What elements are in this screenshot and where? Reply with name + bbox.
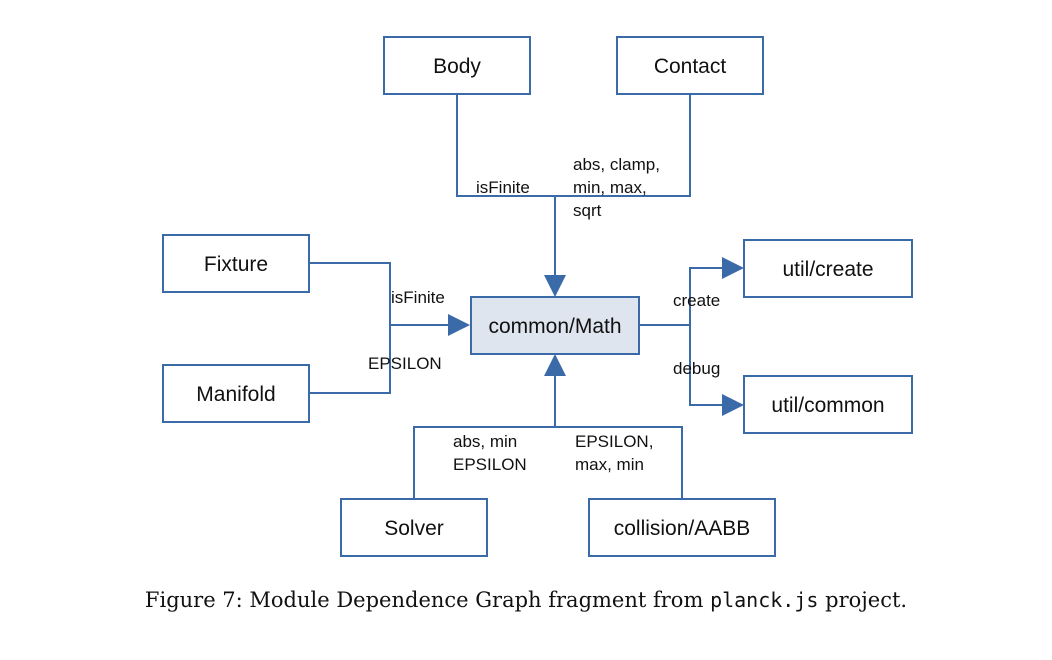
arrowhead-util-create [722, 257, 744, 279]
edge-label-contact-1: abs, clamp, [573, 155, 660, 174]
edge-label-manifold: EPSILON [368, 354, 442, 373]
node-common-math-label: common/Math [488, 315, 621, 338]
node-solver-label: Solver [384, 517, 444, 540]
node-manifold: Manifold [162, 364, 310, 423]
node-manifold-label: Manifold [196, 383, 275, 406]
figure-caption: Figure 7: Module Dependence Graph fragme… [0, 588, 1052, 612]
edge-label-fixture: isFinite [391, 288, 445, 307]
node-body-label: Body [433, 55, 481, 78]
caption-prefix: Figure 7: Module Dependence Graph fragme… [144, 588, 704, 612]
arrowhead-left [448, 314, 470, 336]
edge-manifold-to-math [309, 325, 391, 394]
node-solver: Solver [340, 498, 488, 557]
node-util-common-label: util/common [771, 394, 884, 417]
edge-collision-to-math [555, 426, 683, 499]
node-collision-aabb: collision/AABB [588, 498, 776, 557]
edge-solver-to-math [413, 426, 555, 499]
edge-label-contact-2: min, max, [573, 178, 647, 197]
module-dependence-graph: Body Contact Fixture Manifold common/Mat… [162, 36, 913, 557]
edge-contact-to-math [555, 94, 691, 197]
arrowhead-bottom [544, 354, 566, 376]
edge-label-contact-3: sqrt [573, 201, 602, 220]
node-collision-aabb-label: collision/AABB [614, 517, 751, 540]
edge-label-solver-1: abs, min [453, 432, 517, 451]
edge-math-to-util-create [639, 267, 724, 326]
edge-label-solver-2: EPSILON [453, 455, 527, 474]
arrowhead-top [544, 275, 566, 297]
arrowhead-util-common [722, 394, 744, 416]
node-fixture-label: Fixture [204, 253, 268, 276]
edge-fixture-to-math [309, 262, 391, 325]
caption-suffix: project. [825, 588, 908, 612]
edge-body-to-math [456, 94, 555, 197]
edge-math-to-util-common [689, 325, 724, 406]
node-fixture: Fixture [162, 234, 310, 293]
node-util-create-label: util/create [782, 258, 873, 281]
node-util-create: util/create [743, 239, 913, 298]
edge-label-debug: debug [673, 359, 720, 378]
edge-label-body: isFinite [476, 178, 530, 197]
edge-label-collision-2: max, min [575, 455, 644, 474]
node-contact-label: Contact [654, 55, 727, 78]
node-common-math: common/Math [470, 296, 640, 355]
node-body: Body [383, 36, 531, 95]
edge-label-collision-1: EPSILON, [575, 432, 653, 451]
node-contact: Contact [616, 36, 764, 95]
edge-label-create: create [673, 291, 720, 310]
caption-code: planck.js [710, 588, 819, 612]
node-util-common: util/common [743, 375, 913, 434]
